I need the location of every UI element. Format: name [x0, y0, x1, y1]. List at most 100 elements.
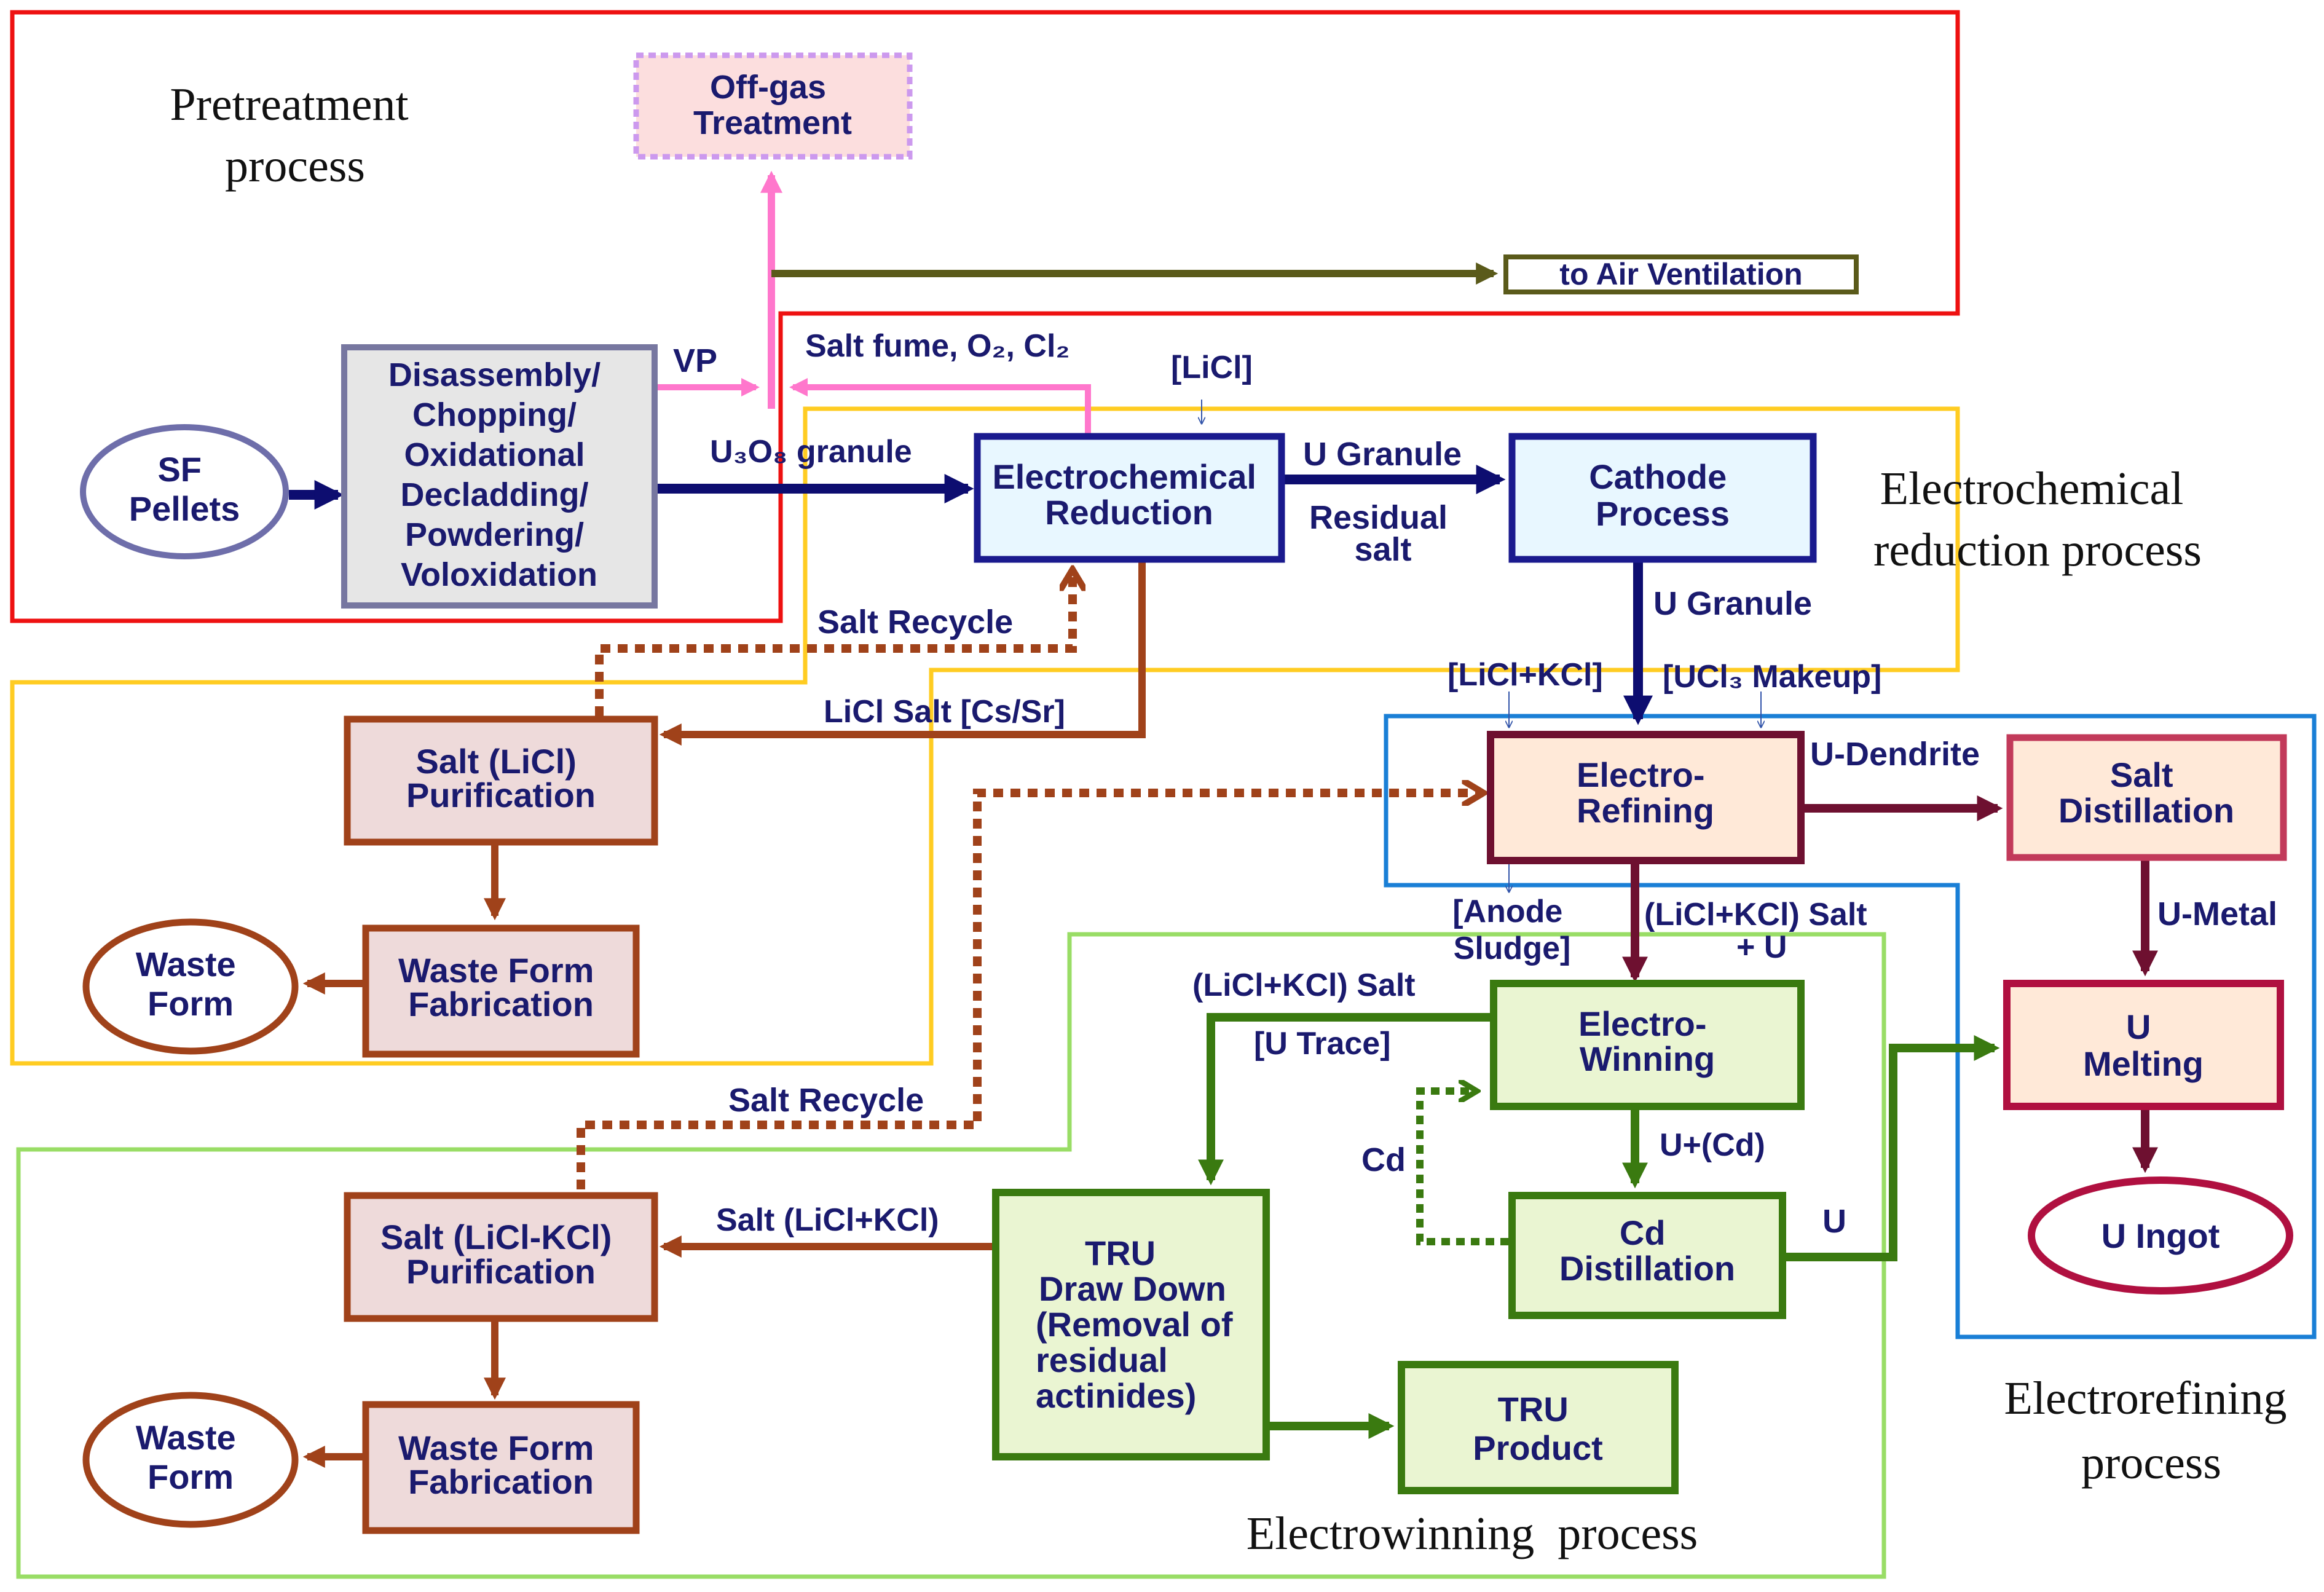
arrow-saltfume-to-junction: [789, 378, 1091, 436]
cathode-line: Cathode: [1589, 457, 1727, 496]
waste-fab-1-line: Waste Form: [398, 951, 594, 990]
salt-distillation-line: Distillation: [2058, 791, 2234, 830]
label-ucl3-makeup: [UCl₃ Makeup]: [1663, 659, 1881, 695]
label-licl-kcl-salt-u: (LiCl+KCl) Salt + U: [1644, 897, 1876, 965]
salt-licl-kcl-text: Salt (LiCl-KCl) Purification: [380, 1218, 621, 1291]
tru-drawdown-line: residual: [1036, 1341, 1168, 1379]
waste-form-2-text: Waste Form: [136, 1418, 245, 1496]
label-residual-salt-line: Residual: [1309, 499, 1448, 536]
label-u-granule-1: U Granule: [1303, 436, 1462, 473]
u-melting-text: U Melting: [2083, 1007, 2204, 1083]
label-licl-kcl-salt-u-line: (LiCl+KCl) Salt: [1644, 897, 1867, 932]
winning-line: Winning: [1580, 1039, 1715, 1078]
arrow-salt-recycle-2: [577, 793, 1481, 1189]
electrorefining-region-border: [1384, 714, 2317, 1339]
waste-fab-1-text: Waste Form Fabrication: [398, 951, 604, 1023]
refining-line: Electro-: [1577, 755, 1705, 794]
arrow-winning-to-tru-drawdown: [1198, 1013, 1491, 1186]
offgas-line: Treatment: [693, 104, 852, 141]
salt-licl-text: Salt (LiCl) Purification: [406, 742, 596, 814]
electrorefining-title-line2: process: [2081, 1437, 2221, 1489]
disassembly-text: Disassembly/ Chopping/ Oxidational Decla…: [388, 357, 610, 593]
label-anode-sludge-line: Sludge]: [1454, 931, 1571, 966]
u-ingot-text: U Ingot: [2101, 1216, 2220, 1255]
pretreatment-title-line1: Pretreatment: [170, 79, 408, 130]
waste-form-1-line: Form: [148, 984, 234, 1023]
label-licl-kcl-salt-u-line: + U: [1736, 929, 1787, 965]
electrowinning-title: Electrowinning process: [1247, 1508, 1698, 1559]
label-u: U: [1822, 1203, 1846, 1240]
label-u3o8-granule: U₃O₈ granule: [710, 434, 912, 470]
node-tru-draw-down: TRU Draw Down (Removal of residual actin…: [992, 1189, 1270, 1460]
reduction-title: Electrochemical reduction process: [1873, 463, 2202, 576]
node-u-ingot: U Ingot: [2028, 1176, 2293, 1294]
arrow-licl-salt-to-purification: [659, 559, 1146, 746]
flow-labels: VP Salt fume, O₂, Cl₂ [LiCl] U₃O₈ granul…: [673, 328, 2277, 1240]
process-nodes: SF Pellets Disassembly/ Chopping/ Oxidat…: [80, 52, 2293, 1534]
node-cd-distillation: Cd Distillation: [1508, 1192, 1786, 1319]
reduction-line: Reduction: [1045, 493, 1213, 532]
label-salt-recycle-2: Salt Recycle: [728, 1082, 924, 1119]
reduction-title-line1: Electrochemical: [1880, 463, 2184, 514]
sf-pellets-text: SF Pellets: [129, 450, 240, 528]
electrowinning-region-border: [16, 932, 1886, 1579]
refining-text: Electro- Refining: [1577, 755, 1714, 830]
reduction-text: Electrochemical Reduction: [992, 457, 1266, 532]
tru-drawdown-line: Draw Down: [1039, 1269, 1226, 1308]
disassembly-line: Chopping/: [412, 396, 577, 433]
label-u-trace: [U Trace]: [1254, 1026, 1391, 1062]
node-waste-form-fabrication-2: Waste Form Fabrication: [362, 1401, 640, 1534]
label-u-granule-2: U Granule: [1653, 585, 1812, 622]
label-u-metal: U-Metal: [2157, 896, 2277, 932]
winning-line: Electro-: [1578, 1004, 1707, 1043]
tru-drawdown-line: actinides): [1036, 1376, 1196, 1415]
node-disassembly: Disassembly/ Chopping/ Oxidational Decla…: [341, 344, 658, 609]
arrow-cd-to-melting: [1786, 1035, 2000, 1261]
waste-fab-1-line: Fabrication: [408, 985, 594, 1023]
node-air-ventilation: to Air Ventilation: [1503, 254, 1859, 294]
electrowinning-title-line1: Electrowinning process: [1247, 1508, 1698, 1559]
disassembly-line: Oxidational: [404, 436, 585, 473]
disassembly-line: Disassembly/: [388, 357, 601, 393]
node-waste-form-fabrication-1: Waste Form Fabrication: [362, 924, 640, 1058]
salt-distillation-line: Salt: [2110, 755, 2173, 794]
label-anode-sludge-line: [Anode: [1452, 894, 1562, 929]
label-salt-recycle-1: Salt Recycle: [817, 604, 1013, 640]
winning-text: Electro- Winning: [1578, 1004, 1716, 1078]
waste-form-1-text: Waste Form: [136, 945, 245, 1023]
reduction-title-line2: reduction process: [1873, 524, 2202, 576]
u-melting-line: Melting: [2083, 1044, 2204, 1083]
sf-pellets-line: SF: [157, 450, 202, 489]
node-waste-form-1: Waste Form: [82, 918, 299, 1055]
reduction-line: Electrochemical: [992, 457, 1256, 496]
salt-licl-kcl-line: Purification: [406, 1252, 596, 1291]
pretreatment-region-border: [10, 10, 1960, 623]
pretreatment-title-line2: process: [225, 140, 365, 192]
waste-fab-2-text: Waste Form Fabrication: [398, 1428, 604, 1501]
label-cd: Cd: [1361, 1141, 1406, 1178]
cd-distillation-line: Distillation: [1559, 1249, 1735, 1288]
label-u-dendrite: U-Dendrite: [1810, 736, 1980, 773]
arrow-cd-recycle: [1416, 1091, 1509, 1245]
region-boundaries: [10, 10, 2317, 1579]
tru-product-line: TRU: [1498, 1390, 1569, 1428]
salt-distillation-text: Salt Distillation: [2058, 755, 2234, 830]
node-waste-form-2: Waste Form: [82, 1392, 299, 1528]
label-residual-salt: Residual salt: [1309, 499, 1457, 568]
tru-product-text: TRU Product: [1473, 1390, 1603, 1467]
pretreatment-title: Pretreatment process: [170, 79, 420, 192]
node-electrochemical-reduction: Electrochemical Reduction: [974, 433, 1285, 563]
salt-licl-kcl-line: Salt (LiCl-KCl): [380, 1218, 612, 1256]
cd-distillation-text: Cd Distillation: [1559, 1213, 1735, 1288]
waste-fab-2-line: Waste Form: [398, 1428, 594, 1467]
electrorefining-title: Electrorefining process: [2004, 1373, 2298, 1489]
cathode-line: Process: [1596, 494, 1730, 533]
node-cathode-process: Cathode Process: [1508, 433, 1817, 563]
disassembly-line: Powdering/: [405, 516, 584, 553]
label-licl-kcl-salt-2: (LiCl+KCl) Salt: [1192, 967, 1416, 1003]
tru-drawdown-line: TRU: [1085, 1234, 1156, 1272]
waste-form-2-line: Waste: [136, 1418, 236, 1457]
cd-distillation-line: Cd: [1620, 1213, 1666, 1252]
waste-fab-2-line: Fabrication: [408, 1462, 594, 1501]
node-offgas-treatment: Off-gas Treatment: [633, 52, 913, 160]
